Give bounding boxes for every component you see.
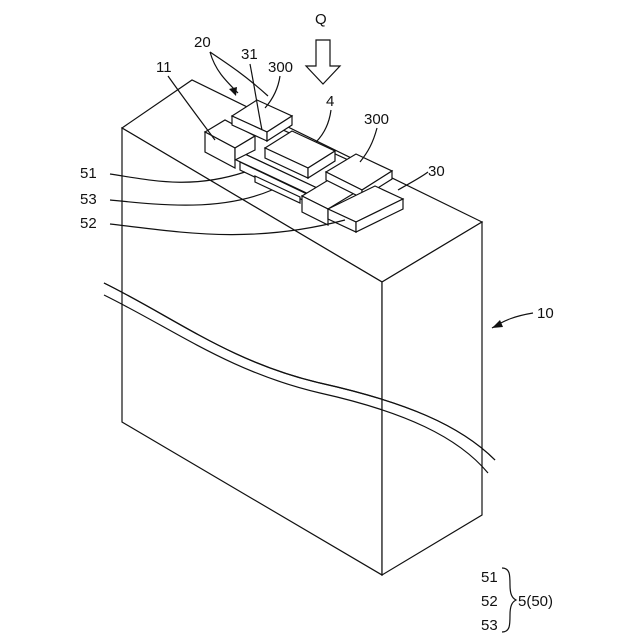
label-11: 11	[156, 59, 172, 76]
label-300-right: 300	[364, 111, 389, 128]
legend-item-52: 52	[481, 593, 498, 610]
label-52: 52	[80, 215, 97, 232]
cell-side-face	[382, 222, 482, 575]
arrow-q	[306, 40, 340, 84]
label-30: 30	[428, 163, 445, 180]
label-10: 10	[537, 305, 554, 322]
down-arrow-icon	[306, 40, 340, 84]
reference-legend: 51 52 53 5(50)	[481, 568, 553, 634]
label-q: Q	[315, 11, 327, 28]
label-300-left: 300	[268, 59, 293, 76]
label-4: 4	[326, 93, 334, 110]
legend-item-53: 53	[481, 617, 498, 634]
label-20: 20	[194, 34, 211, 51]
label-31: 31	[241, 46, 258, 63]
legend-group-label: 5(50)	[518, 593, 553, 610]
label-51: 51	[80, 165, 97, 182]
arrow-10-head	[492, 320, 503, 328]
legend-item-51: 51	[481, 569, 498, 586]
arrow-20-head	[229, 87, 237, 96]
label-53: 53	[80, 191, 97, 208]
legend-brace	[502, 568, 516, 632]
